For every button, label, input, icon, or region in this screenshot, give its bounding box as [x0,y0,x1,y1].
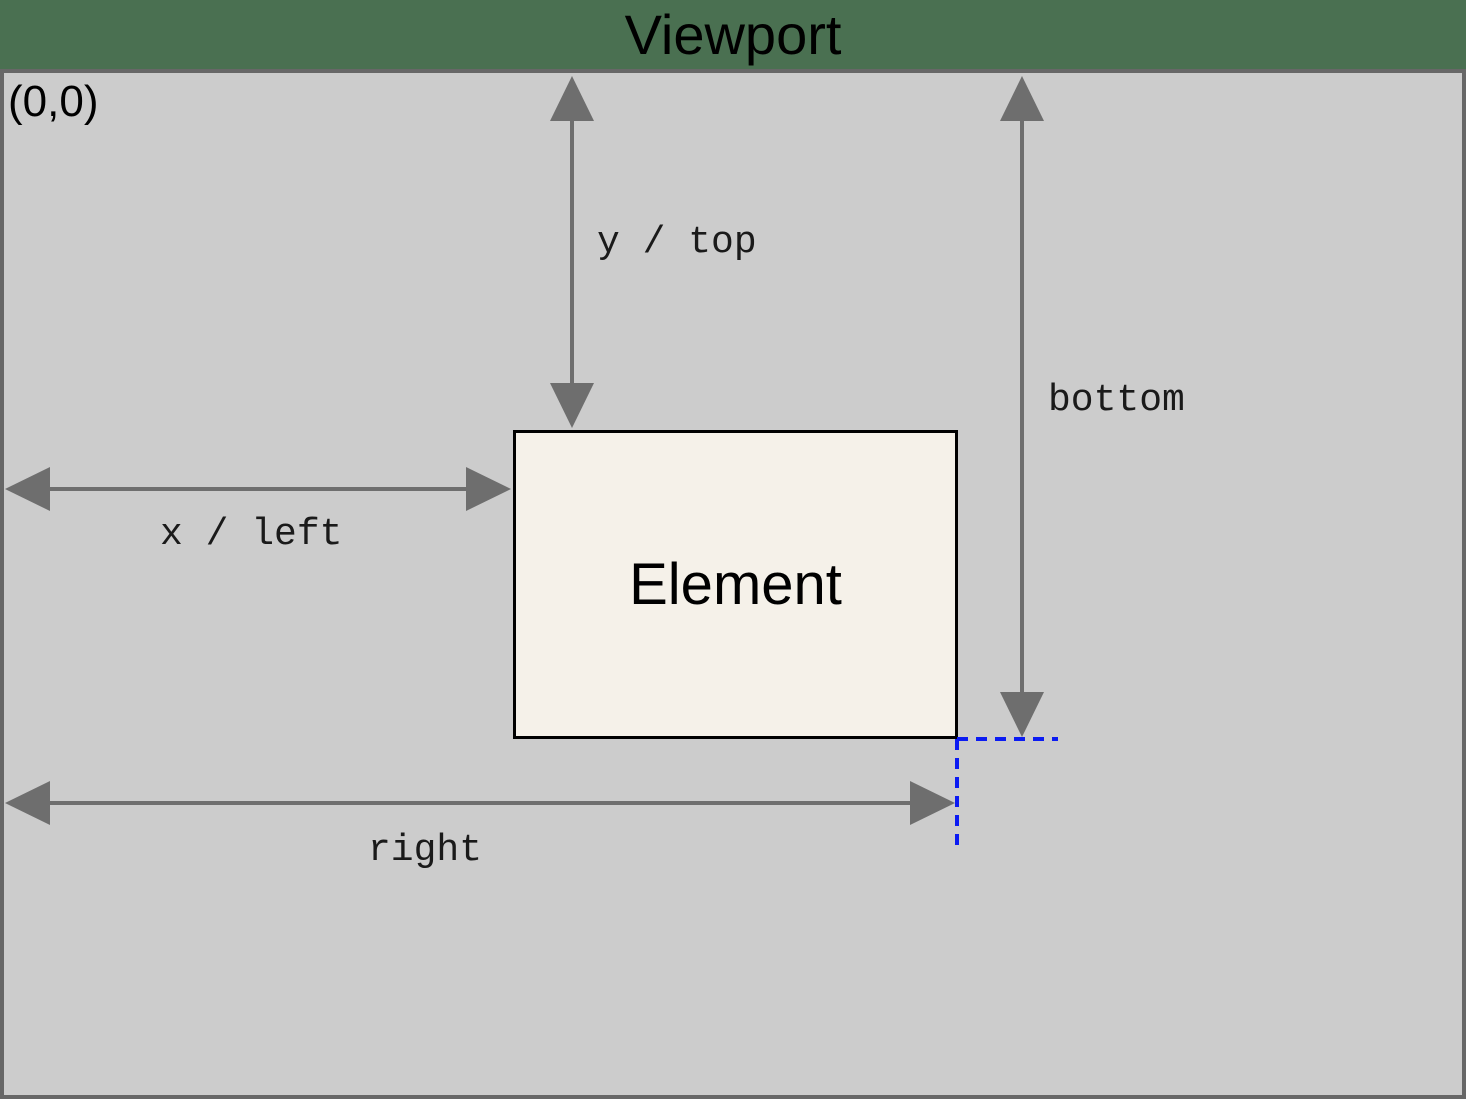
viewport-title: Viewport [624,2,842,66]
x-left-label: x / left [160,513,343,556]
bottom-label: bottom [1048,379,1185,422]
title-band: Viewport [0,0,1466,69]
origin-label: (0,0) [8,77,99,126]
y-top-label: y / top [597,221,757,264]
right-label: right [368,829,483,872]
element-label: Element [629,551,842,617]
element-box: Element [513,430,958,739]
